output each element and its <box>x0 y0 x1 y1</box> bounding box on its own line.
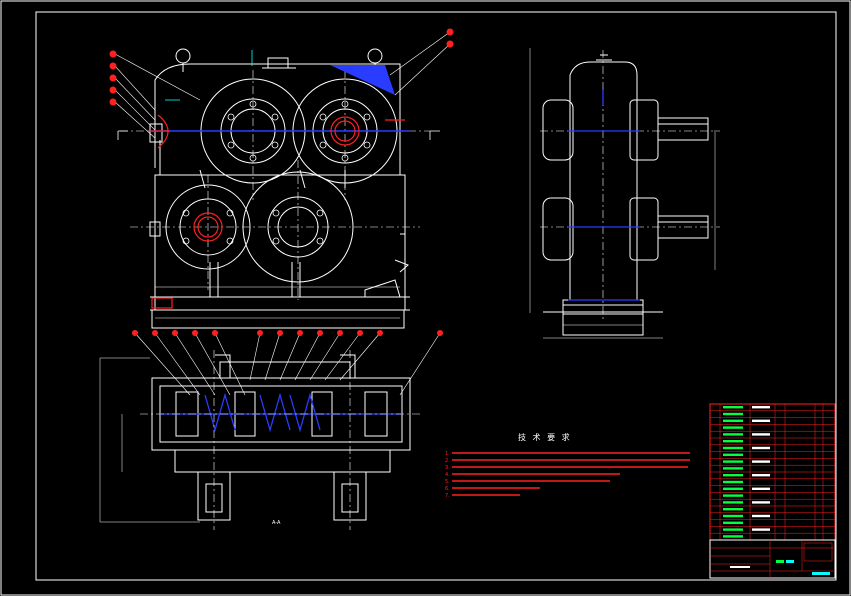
bolt-holes <box>182 100 371 245</box>
front-centerlines <box>120 70 430 300</box>
tech-req-item: 4. <box>445 472 450 478</box>
side-housing <box>569 61 638 300</box>
parts-name-mark <box>723 412 743 416</box>
side-view <box>542 54 709 336</box>
section-view <box>151 354 411 521</box>
parts-name-mark <box>723 521 743 524</box>
tech-req-item: 7. <box>445 493 450 499</box>
front-lower-housing <box>154 174 406 311</box>
title-block <box>709 539 836 579</box>
tech-req-item: 3. <box>445 465 450 471</box>
parts-spec-mark <box>752 501 770 504</box>
parts-spec-mark <box>752 419 770 422</box>
tech-req-lines <box>452 452 690 496</box>
front-balloons <box>109 28 454 106</box>
tech-req-item: 2. <box>445 458 450 464</box>
parts-name-mark <box>723 433 743 436</box>
front-leader-lines <box>114 31 451 139</box>
front-base <box>151 309 405 329</box>
parts-spec-mark <box>752 460 770 463</box>
parts-name-mark <box>723 406 743 409</box>
parts-name-mark <box>723 440 743 443</box>
parts-name-mark <box>723 528 743 531</box>
parts-spec-mark <box>752 528 770 531</box>
front-red-details <box>150 114 405 309</box>
output-shaft-left <box>197 471 231 521</box>
parts-name-mark <box>723 508 743 511</box>
parts-name-mark <box>723 501 743 504</box>
inner-frame <box>35 11 837 581</box>
parts-spec-mark <box>752 446 770 450</box>
output-shaft-right <box>333 471 367 521</box>
parts-name-mark <box>723 474 743 477</box>
tech-req-item: 1. <box>445 451 450 457</box>
parts-name-mark <box>723 494 743 497</box>
technical-requirements-block: 技 术 要 求 1. 2. 3. 4. 5. 6. 7. <box>445 432 690 499</box>
tech-req-item: 5. <box>445 479 450 485</box>
parts-name-mark <box>723 426 743 429</box>
side-input-shaft <box>657 117 709 141</box>
section-label: A-A <box>272 520 281 526</box>
front-blue-shaft <box>150 65 410 132</box>
section-balloons <box>132 330 443 336</box>
parts-spec-mark <box>752 433 770 436</box>
parts-name-mark <box>723 514 743 518</box>
parts-spec-mark <box>752 474 770 477</box>
tech-req-item: 6. <box>445 486 450 492</box>
parts-name-mark <box>723 446 743 450</box>
parts-name-mark <box>723 460 743 463</box>
front-view <box>149 48 410 329</box>
parts-name-mark <box>723 535 743 538</box>
lifting-eye-left <box>175 48 191 64</box>
section-blue-gears <box>160 392 402 433</box>
parts-name-mark <box>723 480 743 484</box>
parts-list-table <box>709 403 836 541</box>
parts-name-mark <box>723 467 743 470</box>
section-leaders <box>134 332 441 396</box>
tech-req-title: 技 术 要 求 <box>518 432 572 442</box>
lifting-eye-right <box>367 48 383 64</box>
section-marks <box>117 130 440 140</box>
parts-spec-mark <box>752 514 770 518</box>
parts-name-mark <box>723 453 743 456</box>
parts-spec-mark <box>752 487 770 490</box>
front-housing-outline <box>154 63 401 168</box>
parts-name-mark <box>723 419 743 422</box>
parts-name-mark <box>723 487 743 490</box>
parts-spec-mark <box>752 406 770 409</box>
